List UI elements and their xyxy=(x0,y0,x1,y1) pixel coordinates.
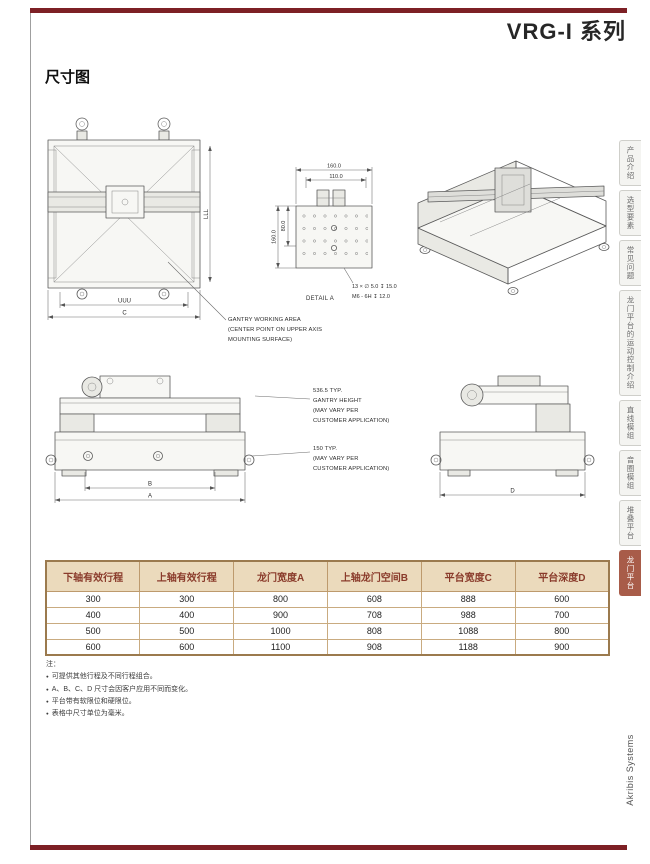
cell: 800 xyxy=(233,590,328,608)
dim-label-uuu: UUU xyxy=(118,299,131,305)
note-text: 平台带有软限位和硬限位。 xyxy=(51,697,136,705)
cell: 908 xyxy=(326,638,422,656)
dim-label-a: A xyxy=(148,494,152,500)
bullet-icon: ● xyxy=(46,711,49,716)
section-heading: 尺寸图 xyxy=(45,69,91,86)
bullet-icon: ● xyxy=(46,686,49,692)
cell: 900 xyxy=(514,638,610,656)
bullet-icon: ● xyxy=(46,698,49,704)
dim-label-d: D xyxy=(510,489,515,495)
table-header-row: 下轴有效行程 上轴有效行程 龙门宽度A 上轴龙门空间B 平台宽度C 平台深度D xyxy=(45,560,610,592)
col-header-lower-travel: 下轴有效行程 xyxy=(45,560,141,592)
tab-label: 龙门平台的运动控制介绍 xyxy=(626,296,635,390)
cell: 900 xyxy=(233,606,328,624)
cell: 1000 xyxy=(233,622,328,640)
tab-label: 选型要素 xyxy=(626,196,635,230)
tab-label: 堆叠平台 xyxy=(626,505,635,540)
tab-gantry-platform[interactable]: 龙门平台 xyxy=(619,549,641,596)
drawing-detail-a: 160.0 110.0 80.0 160.0 13 × ∅ 5.0 ↧ 15.0… xyxy=(272,164,397,303)
dim-160: 160.0 xyxy=(327,164,341,170)
bullet-icon: ● xyxy=(46,674,49,680)
cell: 600 xyxy=(139,638,235,656)
drawing-side-view: D xyxy=(430,375,595,498)
drawing-front-view: B A xyxy=(45,375,255,503)
gantry-height-label: 536.5 TYP. GANTRY HEIGHT (MAY VARY PER C… xyxy=(313,388,390,424)
drawing-top-view: UUU C LLL xyxy=(47,117,212,320)
cell: 600 xyxy=(514,590,610,608)
dim-80: 80.0 xyxy=(281,221,287,232)
tab-voice-coil-module[interactable]: 音圈模组 xyxy=(619,449,641,496)
tab-product-intro[interactable]: 产品介绍 xyxy=(619,140,641,186)
dimension-drawings: UUU C LLL 160.0 110.0 80.0 160.0 xyxy=(45,117,610,503)
bottom-accent-bar xyxy=(30,845,627,850)
tab-faq[interactable]: 常见问题 xyxy=(619,240,641,286)
col-header-platform-depth: 平台深度D xyxy=(514,560,610,592)
cell: 800 xyxy=(514,622,610,640)
col-header-upper-travel: 上轴有效行程 xyxy=(139,560,235,592)
table-row: 400 400 900 708 988 700 xyxy=(45,606,610,624)
note-text: A、B、C、D 尺寸会因客户应用不同而变化。 xyxy=(51,685,193,693)
cell: 1088 xyxy=(420,622,516,640)
tab-linear-module[interactable]: 直线模组 xyxy=(619,399,641,446)
hole-callout-line2: M6 - 6H ↧ 12.0 xyxy=(352,293,390,300)
col-header-platform-width: 平台宽度C xyxy=(420,560,516,592)
table-row: 300 300 800 608 888 600 xyxy=(45,590,610,608)
tab-stacked-platform[interactable]: 堆叠平台 xyxy=(619,499,641,546)
tab-label: 常见问题 xyxy=(626,246,635,280)
brand-vertical-text: Akribis Systems xyxy=(625,734,635,806)
note-text: 表格中尺寸单位为毫米。 xyxy=(51,710,129,717)
sidebar-tabs: 产品介绍 选型要素 常见问题 龙门平台的运动控制介绍 直线模组 音圈模组 堆叠平… xyxy=(619,140,641,596)
spec-table: 下轴有效行程 上轴有效行程 龙门宽度A 上轴龙门空间B 平台宽度C 平台深度D … xyxy=(45,560,610,656)
cell: 1188 xyxy=(420,638,516,656)
note-item: ● 平台带有软限位和硬限位。 xyxy=(46,698,192,707)
detail-a-label: DETAIL A xyxy=(306,296,334,302)
table-row: 600 600 1100 908 1188 900 xyxy=(45,638,610,656)
cell: 500 xyxy=(45,622,141,640)
leader-lines xyxy=(167,261,311,457)
platform-height-label: 150 TYP. (MAY VARY PER CUSTOMER APPLICAT… xyxy=(313,446,390,472)
cell: 1100 xyxy=(233,638,328,656)
cell: 400 xyxy=(45,606,141,624)
drawing-isometric-view xyxy=(417,160,610,295)
tab-label: 龙门平台 xyxy=(626,555,635,590)
cell: 400 xyxy=(139,606,235,624)
gantry-working-area-label: GANTRY WORKING AREA (CENTER POINT ON UPP… xyxy=(228,317,323,343)
hole-callout-line1: 13 × ∅ 5.0 ↧ 15.0 xyxy=(352,283,397,290)
tab-label: 产品介绍 xyxy=(626,146,635,180)
dim-label-c: C xyxy=(122,311,127,317)
cell: 600 xyxy=(45,638,141,656)
dim-label-lll: LLL xyxy=(204,208,210,219)
page-title: VRG-I 系列 xyxy=(506,19,626,44)
left-border-line xyxy=(30,13,31,845)
note-item: ● 可提供其他行程及不同行程组合。 xyxy=(46,673,192,682)
cell: 700 xyxy=(514,606,610,624)
tab-label: 直线模组 xyxy=(626,405,635,440)
cell: 608 xyxy=(326,590,422,608)
dim-160-left: 160.0 xyxy=(272,230,278,244)
tab-selection-elements[interactable]: 选型要素 xyxy=(619,190,641,236)
dim-110: 110.0 xyxy=(329,174,342,180)
table-row: 500 500 1000 808 1088 800 xyxy=(45,622,610,640)
tab-label: 音圈模组 xyxy=(626,455,635,490)
notes-block: 注： ● 可提供其他行程及不同行程组合。 ● A、B、C、D 尺寸会因客户应用不… xyxy=(46,661,192,719)
note-text: 可提供其他行程及不同行程组合。 xyxy=(51,673,157,681)
note-item: ● A、B、C、D 尺寸会因客户应用不同而变化。 xyxy=(46,686,192,695)
cell: 808 xyxy=(326,622,422,640)
notes-label: 注： xyxy=(46,661,60,668)
dim-label-b: B xyxy=(148,482,152,488)
cell: 300 xyxy=(139,590,235,608)
cell: 500 xyxy=(139,622,235,640)
cell: 888 xyxy=(420,590,516,608)
tab-motion-control-intro[interactable]: 龙门平台的运动控制介绍 xyxy=(619,290,641,396)
cell: 300 xyxy=(45,590,141,608)
note-item: ● 表格中尺寸单位为毫米。 xyxy=(46,710,192,719)
cell: 708 xyxy=(326,606,422,624)
col-header-gantry-width: 龙门宽度A xyxy=(233,560,328,592)
col-header-gantry-space: 上轴龙门空间B xyxy=(326,560,422,592)
top-accent-bar xyxy=(30,8,627,13)
cell: 988 xyxy=(420,606,516,624)
